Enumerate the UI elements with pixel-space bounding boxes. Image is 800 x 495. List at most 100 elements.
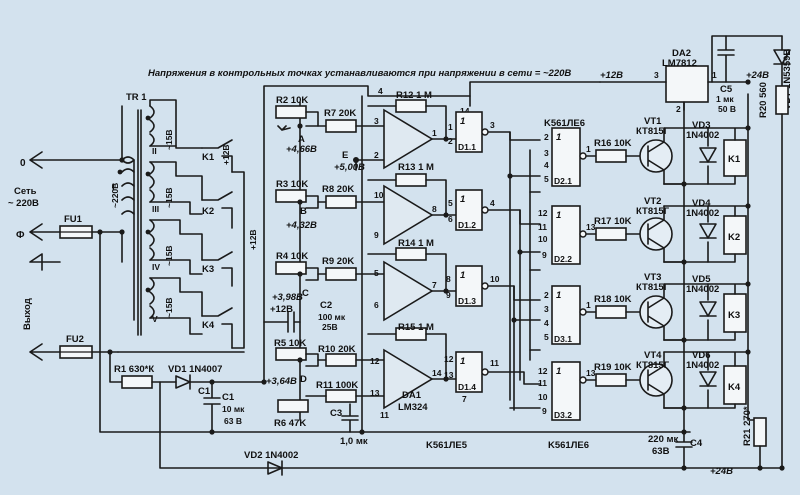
svg-text:K1: K1 <box>728 154 741 165</box>
svg-text:+12В: +12В <box>270 304 293 315</box>
svg-text:R3 10K: R3 10K <box>276 179 308 190</box>
svg-text:R2 10K: R2 10K <box>276 95 308 106</box>
svg-text:6: 6 <box>448 214 453 224</box>
tr1-winding-1: I <box>112 182 115 193</box>
svg-text:2: 2 <box>544 132 549 142</box>
svg-text:4: 4 <box>544 318 549 328</box>
svg-text:D2.1: D2.1 <box>554 176 572 186</box>
header-note: Напряжения в контрольных точках устанавл… <box>148 68 571 79</box>
svg-text:8: 8 <box>446 274 451 284</box>
svg-text:DA2: DA2 <box>672 48 691 59</box>
svg-text:+12В: +12В <box>600 70 623 81</box>
relay-k1: K1 VD3 1N4002 <box>663 120 749 185</box>
relay-contacts: K1 K2 K3 K4 <box>117 139 245 353</box>
svg-text:D2.2: D2.2 <box>554 254 572 264</box>
gate-d22: 1 D2.2 12 11 10 9 13 <box>538 205 597 265</box>
svg-text:VD5: VD5 <box>692 274 711 285</box>
svg-text:+24В: +24В <box>746 70 769 81</box>
svg-text:9: 9 <box>542 250 547 260</box>
svg-text:~15В: ~15В <box>164 245 174 266</box>
svg-text:10: 10 <box>538 392 548 402</box>
contact-k2-label: K2 <box>202 206 214 217</box>
svg-text:4: 4 <box>378 86 383 96</box>
svg-text:5: 5 <box>374 268 379 278</box>
zener-vd7: VD7 1N5359B <box>773 35 793 110</box>
base-resistors: R16 10K R17 10K R18 10K R19 10K <box>594 138 645 387</box>
svg-text:14: 14 <box>432 368 442 378</box>
divider: R2 10K A +4,66В R3 10K B +4,32В R4 10K C… <box>263 95 346 429</box>
mains-net-voltage: ~ 220В <box>8 198 39 209</box>
capacitor-c5: C5 1 мк 50 В +24В <box>711 35 783 114</box>
mains-input: 0 Ф Сеть ~ 220В Выход <box>8 151 123 361</box>
svg-text:1: 1 <box>460 194 465 205</box>
relay-k4: K4 VD6 1N4002 <box>663 350 749 409</box>
diode-vd1: VD1 1N4007 <box>168 364 263 390</box>
plus24-rail <box>159 381 783 469</box>
svg-text:R14 1 M: R14 1 M <box>398 238 434 249</box>
svg-text:КТ815Г: КТ815Г <box>636 126 670 137</box>
svg-text:R19 10K: R19 10K <box>594 362 632 373</box>
svg-text:1: 1 <box>460 116 465 127</box>
svg-text:K2: K2 <box>728 232 740 243</box>
r1-label: R1 630*К <box>114 364 154 375</box>
transistor-vt2: VT2 КТ815Г <box>636 196 673 263</box>
svg-text:11: 11 <box>538 378 547 388</box>
vd2-label: VD2 1N4002 <box>244 450 298 461</box>
fu2-label: FU2 <box>66 334 84 345</box>
svg-text:10: 10 <box>374 190 384 200</box>
svg-text:1N4002: 1N4002 <box>686 284 719 295</box>
svg-text:1: 1 <box>448 122 453 132</box>
svg-text:1N4002: 1N4002 <box>686 360 719 371</box>
svg-text:VT4: VT4 <box>644 350 662 361</box>
k561le6-label-top: K561ЛЕ6 <box>544 118 585 129</box>
resistor-r21: R21 270* <box>742 406 767 469</box>
svg-text:14: 14 <box>460 106 470 116</box>
svg-text:E: E <box>342 150 348 161</box>
capacitor-c1: C1 C1 10 мк 63 В <box>198 381 245 433</box>
svg-text:3: 3 <box>490 120 495 130</box>
svg-text:C4: C4 <box>690 438 703 449</box>
svg-text:9: 9 <box>446 290 451 300</box>
svg-text:R4 10K: R4 10K <box>276 251 308 262</box>
svg-text:D1.3: D1.3 <box>458 296 476 306</box>
svg-text:5: 5 <box>448 198 453 208</box>
svg-text:+3,98В: +3,98В <box>272 292 303 303</box>
svg-text:10: 10 <box>538 234 548 244</box>
svg-text:+24В: +24В <box>710 466 733 477</box>
tr1-primary-voltage: ~220В <box>110 183 120 208</box>
svg-text:1: 1 <box>556 210 561 221</box>
mains-zero-label: 0 <box>20 158 26 169</box>
svg-text:~15В: ~15В <box>164 297 174 318</box>
svg-text:12: 12 <box>538 208 548 218</box>
svg-text:9: 9 <box>542 406 547 416</box>
svg-text:+12В: +12В <box>221 144 231 165</box>
svg-text:VD4: VD4 <box>692 198 711 209</box>
gate-d32: 1 D3.2 12 11 10 9 13 <box>538 361 597 421</box>
svg-text:2: 2 <box>544 290 549 300</box>
diode-vd2: VD2 1N4002 <box>244 450 298 476</box>
svg-text:R10 20K: R10 20K <box>318 344 356 355</box>
gate-d21: 1 D2.1 2 3 4 5 1 <box>544 127 597 187</box>
svg-text:VD7 1N5359B: VD7 1N5359B <box>782 49 793 110</box>
mains-phase-label: Ф <box>16 230 25 241</box>
svg-text:C3: C3 <box>330 408 342 419</box>
k561le5-label: K561ЛЕ5 <box>426 440 468 451</box>
fu1-label: FU1 <box>64 214 83 225</box>
svg-text:R11 100K: R11 100K <box>316 380 358 391</box>
svg-text:C1: C1 <box>222 392 235 403</box>
fuse-fu1: FU1 <box>59 214 123 239</box>
svg-text:1: 1 <box>556 366 561 377</box>
svg-text:25В: 25В <box>322 322 338 332</box>
gate-d11: 1 D1.1 1 2 3 <box>448 111 541 153</box>
junctions <box>97 79 785 471</box>
plus12-rail-left <box>263 85 471 383</box>
svg-text:B: B <box>300 206 307 217</box>
svg-text:R20 560: R20 560 <box>758 82 769 118</box>
svg-text:5: 5 <box>544 332 549 342</box>
svg-text:VT3: VT3 <box>644 272 661 283</box>
svg-text:1: 1 <box>586 300 591 310</box>
fuse-fu2: FU2 <box>59 334 119 359</box>
svg-text:2: 2 <box>676 104 681 114</box>
mains-out-label: Выход <box>22 298 33 330</box>
opamp-4-da1: 12 13 14 11 DA1 LM324 <box>370 348 457 420</box>
